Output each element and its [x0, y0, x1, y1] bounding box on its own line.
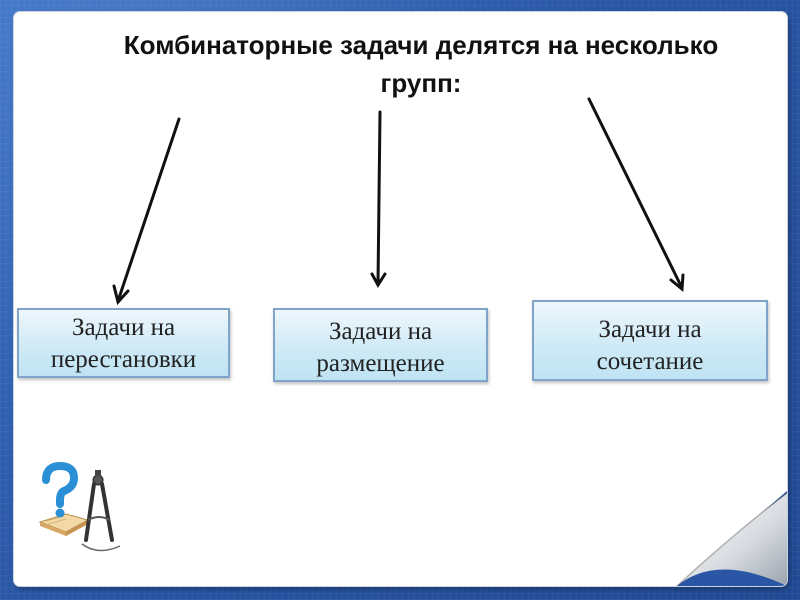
slide-canvas: Комбинаторные задачи делятся на нескольк… [14, 12, 787, 586]
arrowhead-box-2 [370, 272, 387, 288]
slide-title: Комбинаторные задачи делятся на нескольк… [123, 30, 719, 98]
box-combinations: Задачи на сочетание [532, 300, 768, 381]
arrow-to-box-3 [587, 97, 684, 290]
page-curl-decoration [677, 491, 787, 586]
arrow-to-box-2 [376, 110, 382, 286]
question-compass-book-icon [38, 461, 121, 552]
box-arrangements: Задачи на размещение [273, 308, 488, 382]
arrow-to-box-1 [116, 117, 181, 303]
diagram-arrows [112, 97, 685, 306]
arrowhead-box-1 [112, 284, 130, 306]
box-permutations: Задачи на перестановки [17, 308, 230, 378]
arrowhead-box-3 [669, 273, 685, 292]
